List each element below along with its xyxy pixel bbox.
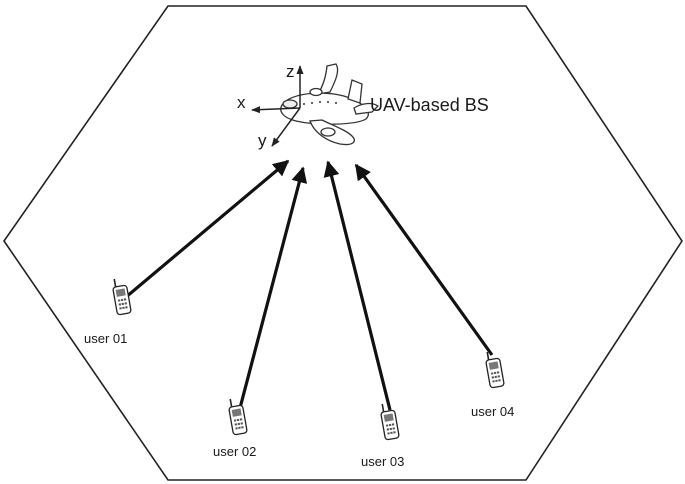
x-axis-label: x	[237, 93, 246, 112]
mobile-phone-icon	[112, 278, 132, 316]
y-axis-label: y	[258, 131, 267, 150]
y-axis-line	[271, 107, 301, 147]
mobile-phone-icon	[228, 398, 248, 436]
uplink-arrows	[124, 159, 494, 411]
mobile-phone-icon	[485, 351, 505, 389]
uplink-arrow-user-04	[354, 163, 494, 356]
coordinate-axes	[251, 65, 304, 147]
x-axis-line	[251, 106, 301, 114]
mobile-phone-icon	[380, 403, 400, 441]
hexagonal-cell	[3, 5, 683, 481]
z-axis-label: z	[286, 62, 295, 81]
user-02: user 02	[213, 398, 256, 459]
user-label: user 01	[84, 331, 127, 346]
user-03: user 03	[361, 403, 404, 469]
user-04: user 04	[471, 351, 514, 419]
user-label: user 04	[471, 404, 514, 419]
user-label: user 02	[213, 444, 256, 459]
user-01: user 01	[84, 278, 132, 346]
uplink-arrow-user-01	[124, 159, 290, 299]
user-label: user 03	[361, 454, 404, 469]
uplink-arrow-user-02	[238, 166, 308, 409]
uav-bs-label: UAV-based BS	[370, 95, 489, 115]
uav-airplane-icon	[280, 63, 380, 146]
uplink-arrow-user-03	[323, 160, 392, 411]
